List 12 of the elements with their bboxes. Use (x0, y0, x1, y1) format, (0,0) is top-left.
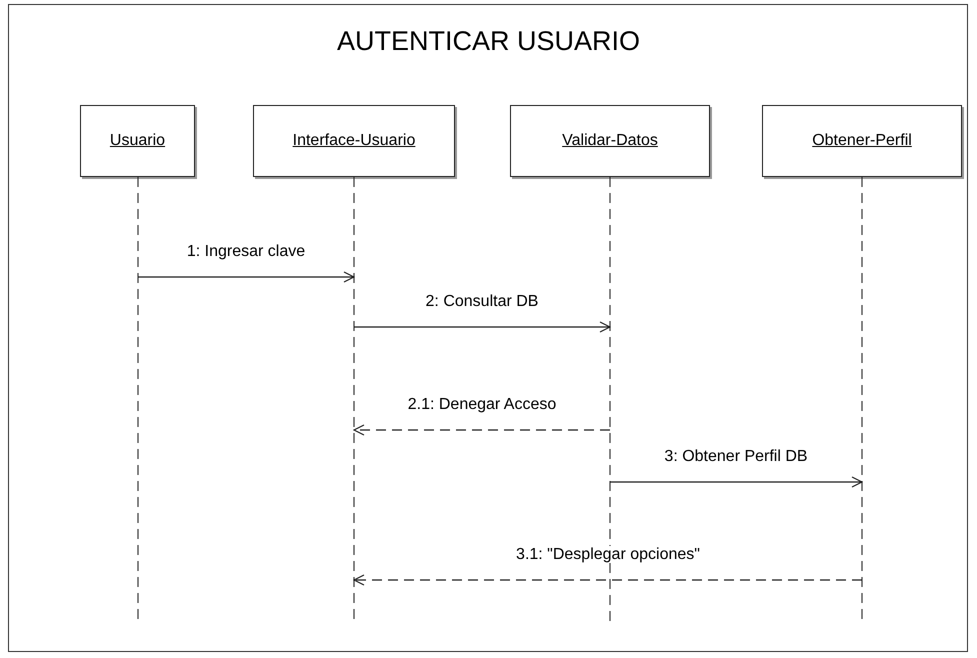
message-arrow (610, 476, 863, 488)
lifeline-name: Validar-Datos (562, 132, 658, 150)
lifeline-name: Interface-Usuario (292, 132, 416, 150)
message-arrow (354, 321, 611, 333)
message-label: 3.1: "Desplegar opciones" (514, 546, 702, 564)
diagram-title: AUTENTICAR USUARIO (336, 26, 642, 57)
lifeline-name: Obtener-Perfil (812, 132, 912, 150)
message-arrow (138, 271, 355, 283)
message-label: 2.1: Denegar Acceso (406, 396, 558, 414)
lifeline-name: Usuario (110, 132, 166, 150)
return-message-arrow (353, 574, 862, 586)
return-message-arrow (353, 424, 610, 436)
